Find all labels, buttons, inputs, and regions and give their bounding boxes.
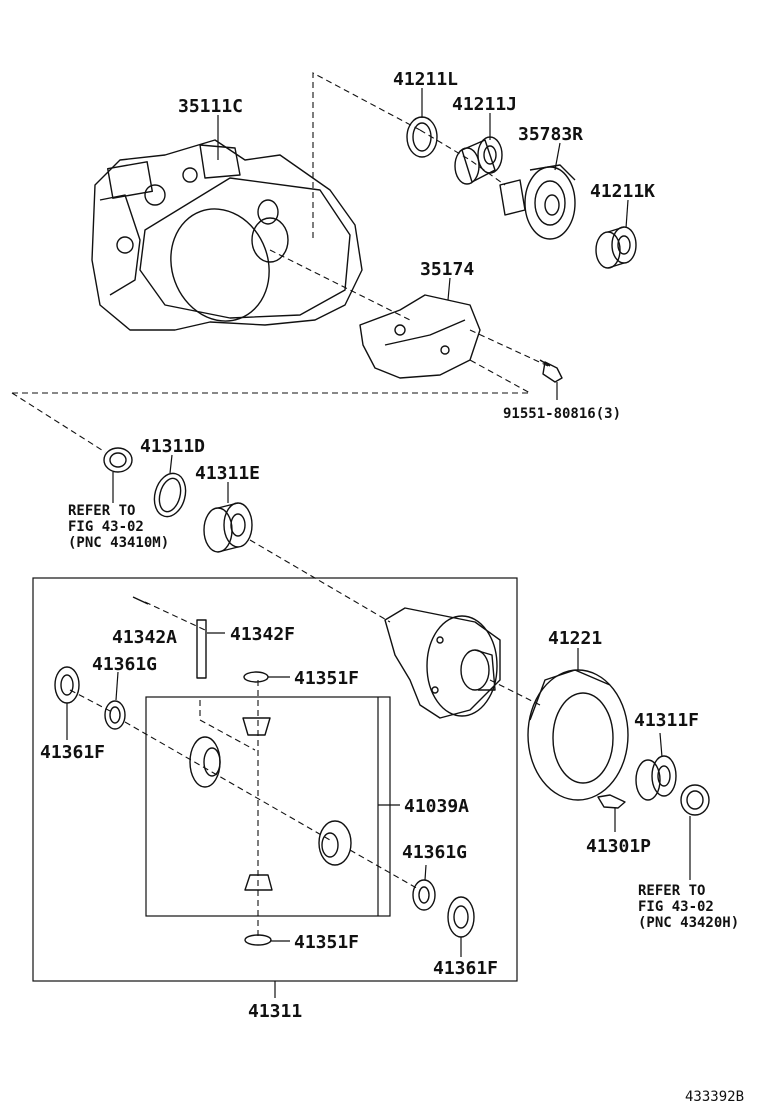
pinion-gear-top (242, 717, 271, 736)
washer-41361G-left (104, 700, 126, 730)
refer-left-line3: (PNC 43410M) (68, 535, 169, 551)
washer-41351F-top (243, 671, 269, 683)
label-41211K: 41211K (590, 181, 655, 202)
label-41311F: 41311F (634, 710, 699, 731)
label-41221: 41221 (548, 628, 602, 649)
label-41039A: 41039A (404, 796, 469, 817)
label-41361G-left: 41361G (92, 654, 157, 675)
label-35174: 35174 (420, 259, 474, 280)
label-41361F-left: 41361F (40, 742, 105, 763)
ring-gear-41221 (527, 669, 629, 801)
inner-assembly-box (145, 696, 391, 917)
diagram-id: 433392B (685, 1089, 744, 1105)
label-41311: 41311 (248, 1001, 302, 1022)
refer-right-line1: REFER TO (638, 883, 705, 899)
washer-41361G-right (412, 879, 436, 911)
pinion-gear-bottom (244, 874, 273, 891)
refer-right-line2: FIG 43-02 (638, 899, 714, 915)
bearing-41211K (595, 226, 637, 269)
washer-41351F-bottom (244, 934, 272, 946)
bearing-41211J (454, 136, 503, 185)
side-gear-right (318, 820, 352, 866)
refer-left-line1: REFER TO (68, 503, 135, 519)
label-35111C: 35111C (178, 96, 243, 117)
label-41361G-right: 41361G (402, 842, 467, 863)
label-41311D: 41311D (140, 436, 205, 457)
label-91551: 91551-80816(3) (503, 406, 621, 422)
differential-case (384, 607, 501, 719)
label-41211L: 41211L (393, 69, 458, 90)
transaxle-housing (91, 139, 363, 331)
leader-lines (66, 88, 691, 998)
label-41361F-right: 41361F (433, 958, 498, 979)
bearing-41311E (203, 502, 253, 553)
ring-41311D (153, 472, 187, 518)
label-41211J: 41211J (452, 94, 517, 115)
label-41351F-top: 41351F (294, 668, 359, 689)
seal-refer-right (680, 784, 710, 816)
alignment-lines (11, 72, 549, 940)
label-41311E: 41311E (195, 463, 260, 484)
bolt-91551 (539, 359, 563, 383)
seal-refer-left (103, 447, 133, 473)
washer-41361F-left (54, 666, 80, 704)
label-41301P: 41301P (586, 836, 651, 857)
shaft-41342F (196, 619, 207, 679)
label-35783R: 35783R (518, 124, 583, 145)
pin-41342A (132, 596, 149, 605)
label-41342F: 41342F (230, 624, 295, 645)
bearing-41311F (635, 755, 677, 801)
label-41342A: 41342A (112, 627, 177, 648)
bolt-41301P (597, 794, 626, 809)
refer-left-line2: FIG 43-02 (68, 519, 144, 535)
refer-right-line3: (PNC 43420H) (638, 915, 739, 931)
side-gear-left (189, 736, 221, 788)
washer-41361F-right (447, 896, 475, 938)
plate-35174 (359, 294, 481, 379)
label-41351F-bottom: 41351F (294, 932, 359, 953)
gear-35783R (499, 164, 576, 240)
